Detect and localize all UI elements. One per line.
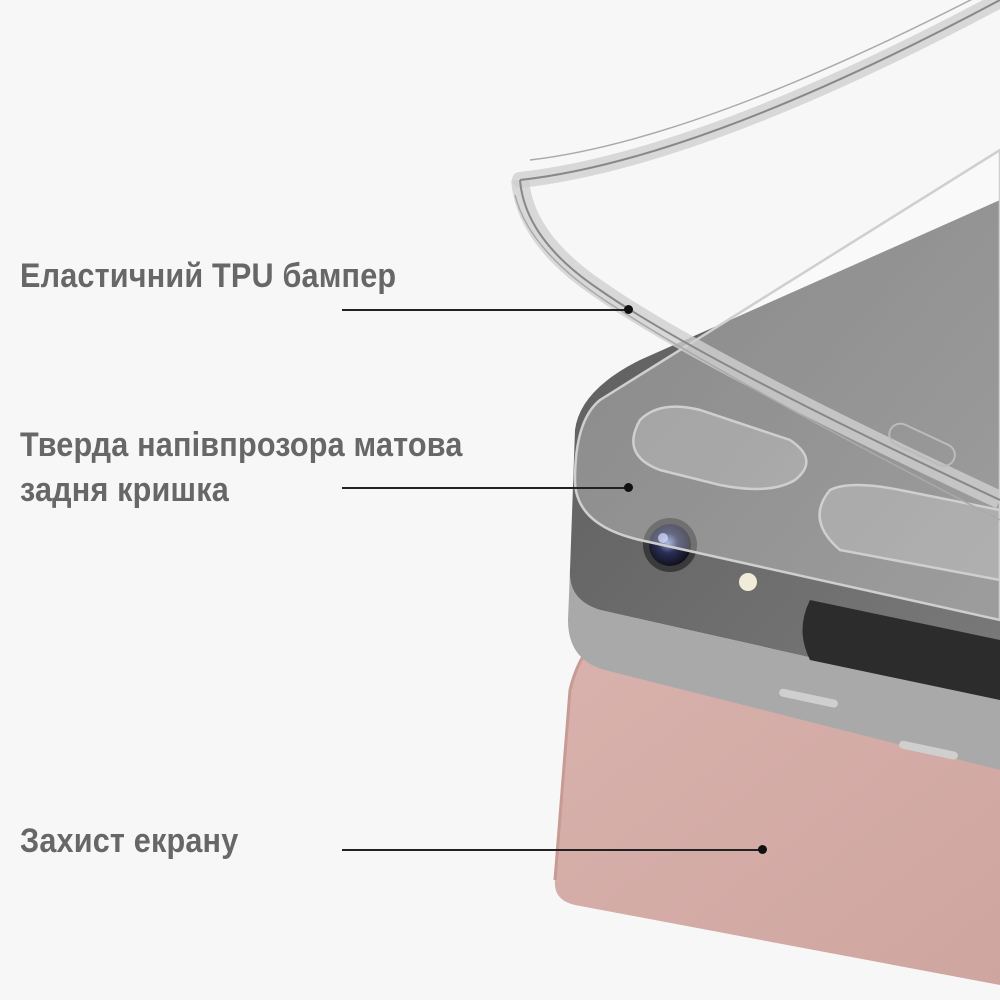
callout-tpu-bumper-line <box>342 309 628 311</box>
callout-back-cover-label-line2: задня кришка <box>20 471 229 509</box>
callout-tpu-bumper-dot <box>624 305 633 314</box>
callout-back-cover-label-line1: Тверда напівпрозора матова <box>20 426 463 464</box>
callout-back-cover-line <box>342 487 628 489</box>
side-button <box>899 740 958 760</box>
pencil-strip <box>802 600 1000 700</box>
callout-screen-protector-dot <box>758 845 767 854</box>
side-button <box>779 688 838 708</box>
flash-icon <box>739 573 757 591</box>
callout-screen-protector-label: Захист екрану <box>20 822 239 860</box>
camera-icon <box>643 518 697 572</box>
back-cover <box>573 148 1000 622</box>
tablet <box>568 200 1000 770</box>
callout-tpu-bumper-label: Еластичний TPU бампер <box>20 257 397 295</box>
tpu-bumper <box>511 0 1000 521</box>
callout-screen-protector-line <box>342 849 762 851</box>
callout-back-cover-dot <box>624 483 633 492</box>
